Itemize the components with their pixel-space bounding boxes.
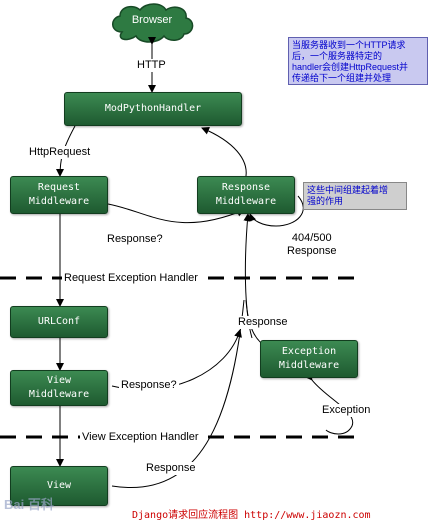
middleware-note-line1: 这些中间组建起着增 bbox=[307, 185, 389, 195]
view-exception-handler-label: View Exception Handler bbox=[80, 431, 201, 444]
handler-note-line4: 传递给下一个组建并处理 bbox=[292, 73, 392, 83]
http-edge-label: HTTP bbox=[135, 59, 168, 72]
response-view-edge-label: Response bbox=[144, 462, 198, 475]
response-q2-edge-label: Response? bbox=[119, 379, 179, 392]
response-middleware-line2: Middleware bbox=[215, 196, 277, 207]
request-exception-handler-label: Request Exception Handler bbox=[62, 272, 200, 285]
request-middleware-line2: Middleware bbox=[28, 196, 90, 207]
error-404-500-label: 404/500 Response bbox=[285, 232, 339, 258]
view-response-edge bbox=[111, 299, 245, 488]
response-to-handler-edge bbox=[201, 127, 247, 177]
middleware-note-line2: 强的作用 bbox=[307, 196, 344, 206]
exception-middleware-line1: Exception bbox=[281, 346, 337, 357]
handler-note-line1: 当服务器收到一个HTTP请求 bbox=[292, 40, 406, 50]
response-middleware-node: Response Middleware bbox=[197, 176, 295, 214]
modpythonhandler-label: ModPythonHandler bbox=[104, 103, 202, 114]
response-mid-edge-label: Response bbox=[236, 316, 290, 329]
view-middleware-node: View Middleware bbox=[10, 370, 108, 406]
error-response-text: Response bbox=[287, 245, 337, 257]
middleware-note: 这些中间组建起着增 强的作用 bbox=[303, 182, 407, 210]
handler-note: 当服务器收到一个HTTP请求 后，一个服务器特定的 handler会创建Http… bbox=[288, 37, 428, 85]
view-middleware-line2: Middleware bbox=[28, 389, 90, 400]
footer-caption: Django请求回应流程图 http://www.jiaozn.com bbox=[132, 510, 371, 521]
response-middleware-line1: Response bbox=[221, 182, 271, 193]
browser-label: Browser bbox=[131, 14, 173, 26]
modpythonhandler-node: ModPythonHandler bbox=[64, 92, 242, 126]
handler-note-line3: handler会创建HttpRequest并 bbox=[292, 62, 409, 72]
exception-middleware-line2: Middleware bbox=[278, 360, 340, 371]
handler-note-line2: 后，一个服务器特定的 bbox=[292, 51, 383, 61]
exception-loop-edge bbox=[304, 372, 354, 435]
exception-middleware-node: Exception Middleware bbox=[260, 340, 358, 378]
urlconf-label: URLConf bbox=[37, 316, 81, 327]
request-response-q-edge bbox=[107, 203, 245, 224]
baidu-watermark: Bai 百科 bbox=[4, 497, 54, 512]
urlconf-node: URLConf bbox=[10, 306, 108, 338]
exception-edge-label: Exception bbox=[320, 404, 373, 417]
view-middleware-line1: View bbox=[46, 375, 72, 386]
error-code-text: 404/500 bbox=[291, 232, 332, 244]
request-middleware-line1: Request bbox=[37, 182, 81, 193]
response-q1-edge-label: Response? bbox=[105, 233, 165, 246]
view-node: View bbox=[10, 466, 108, 506]
view-label: View bbox=[46, 480, 72, 491]
request-middleware-node: Request Middleware bbox=[10, 176, 108, 214]
browser-cloud bbox=[112, 3, 194, 43]
httprequest-edge-label: HttpRequest bbox=[27, 146, 93, 159]
